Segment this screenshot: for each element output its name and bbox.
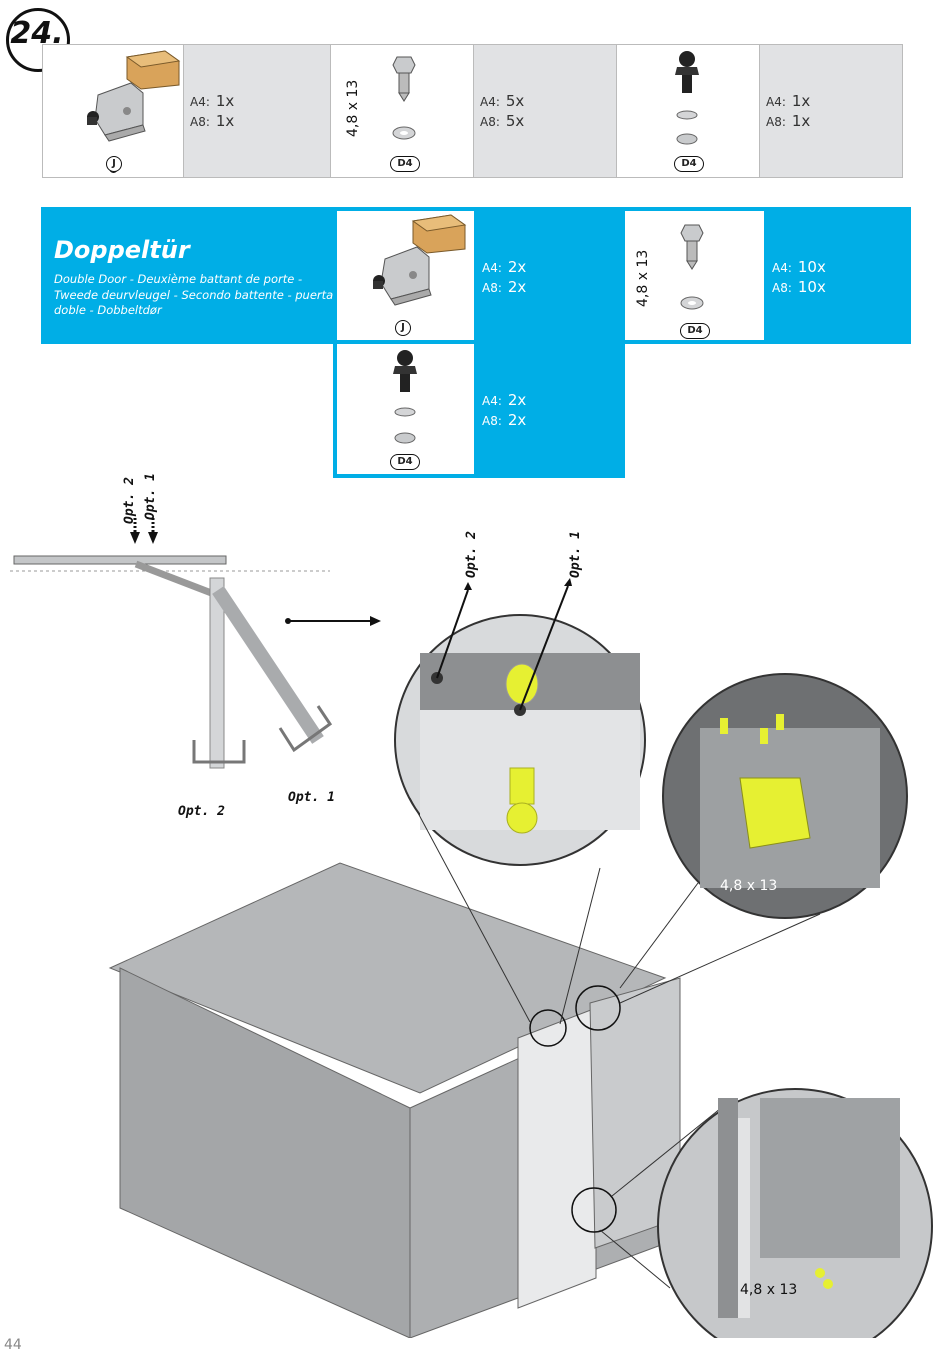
a8-value: 1x — [791, 112, 811, 130]
screw-cell: 4,8 x 13 D4 — [331, 45, 474, 177]
part-tag-j: J — [395, 320, 411, 336]
a8-label: A8: — [482, 414, 502, 428]
screw-size-label: 4,8 x 13 — [635, 249, 651, 307]
bracket-icon — [87, 50, 181, 142]
a4-value: 2x — [507, 258, 527, 276]
detail-circle-pin — [394, 578, 646, 866]
dd-screw-cell: 4,8 x 13 D4 — [625, 211, 764, 340]
top-parts-table: 1 J A4:1x A8:1x 4,8 x 13 D4 A4:5x A8:5x … — [42, 44, 903, 178]
a4-value: 2x — [507, 391, 527, 409]
part-j-cell: 1 J — [43, 45, 184, 177]
a4-label: A4: — [480, 95, 500, 109]
page-number: 44 — [4, 1337, 22, 1353]
a4-value: 10x — [797, 258, 826, 276]
opt1-label: Opt. 1 — [288, 790, 335, 805]
part-tag-d4: D4 — [390, 156, 420, 172]
part-tag-d4: D4 — [680, 323, 710, 339]
a8-value: 10x — [797, 278, 826, 296]
part-tag-j: J — [106, 156, 122, 172]
step-circle — [6, 8, 70, 72]
detail-circle-hinge — [657, 1088, 933, 1338]
a4-label: A4: — [772, 261, 792, 275]
a4-value: 5x — [505, 92, 525, 110]
opt2-rail-label: Opt. 2 — [122, 477, 137, 524]
a8-value: 2x — [507, 278, 527, 296]
shed-illustration — [108, 797, 821, 1338]
a4-label: A4: — [190, 95, 210, 109]
ball-pin-icon — [675, 51, 699, 145]
part-j-qty: A4: 1x A8: 1x — [184, 45, 331, 177]
opt2-detail-label: Opt. 2 — [464, 531, 479, 578]
section-title: Doppeltür — [54, 236, 190, 264]
a4-value: 1x — [215, 92, 235, 110]
a8-label: A8: — [766, 115, 786, 129]
a8-value: 5x — [505, 112, 525, 130]
assembly-illustration — [10, 518, 933, 1338]
a4-value: 1x — [791, 92, 811, 110]
a4-label: A4: — [766, 95, 786, 109]
screw-icon — [680, 224, 704, 310]
screw-size-detail-1: 4,8 x 13 — [720, 878, 778, 894]
dd-part-j-cell: J — [337, 211, 474, 340]
screw-icon — [392, 56, 416, 140]
screw-size-detail-2: 4,8 x 13 — [740, 1282, 798, 1298]
opt1-detail-label: Opt. 1 — [568, 531, 583, 578]
ball-pin-icon — [393, 350, 417, 444]
part-tag-d4: D4 — [674, 156, 704, 172]
a4-label: A4: — [482, 261, 502, 275]
pin-cell: D4 — [617, 45, 760, 177]
bracket-icon — [373, 214, 467, 306]
opt1-rail-label: Opt. 1 — [143, 473, 158, 520]
a8-label: A8: — [772, 281, 792, 295]
detail-circle-bracket — [662, 673, 908, 919]
screw-size-label: 4,8 x 13 — [345, 79, 361, 137]
a8-label: A8: — [480, 115, 500, 129]
a8-label: A8: — [482, 281, 502, 295]
dd-pin-cell: D4 — [337, 344, 474, 474]
section-subtitle: Double Door - Deuxième battant de porte … — [54, 272, 334, 317]
a8-label: A8: — [190, 115, 210, 129]
screw-qty: A4: 5x A8: 5x — [474, 45, 617, 177]
a8-value: 1x — [215, 112, 235, 130]
double-door-banner — [41, 207, 911, 344]
rail-diagram — [10, 518, 333, 769]
part-tag-d4: D4 — [390, 454, 420, 470]
opt2-label: Opt. 2 — [178, 804, 225, 819]
a8-value: 2x — [507, 411, 527, 429]
a4-label: A4: — [482, 394, 502, 408]
pin-qty: A4: 1x A8: 1x — [760, 45, 902, 177]
